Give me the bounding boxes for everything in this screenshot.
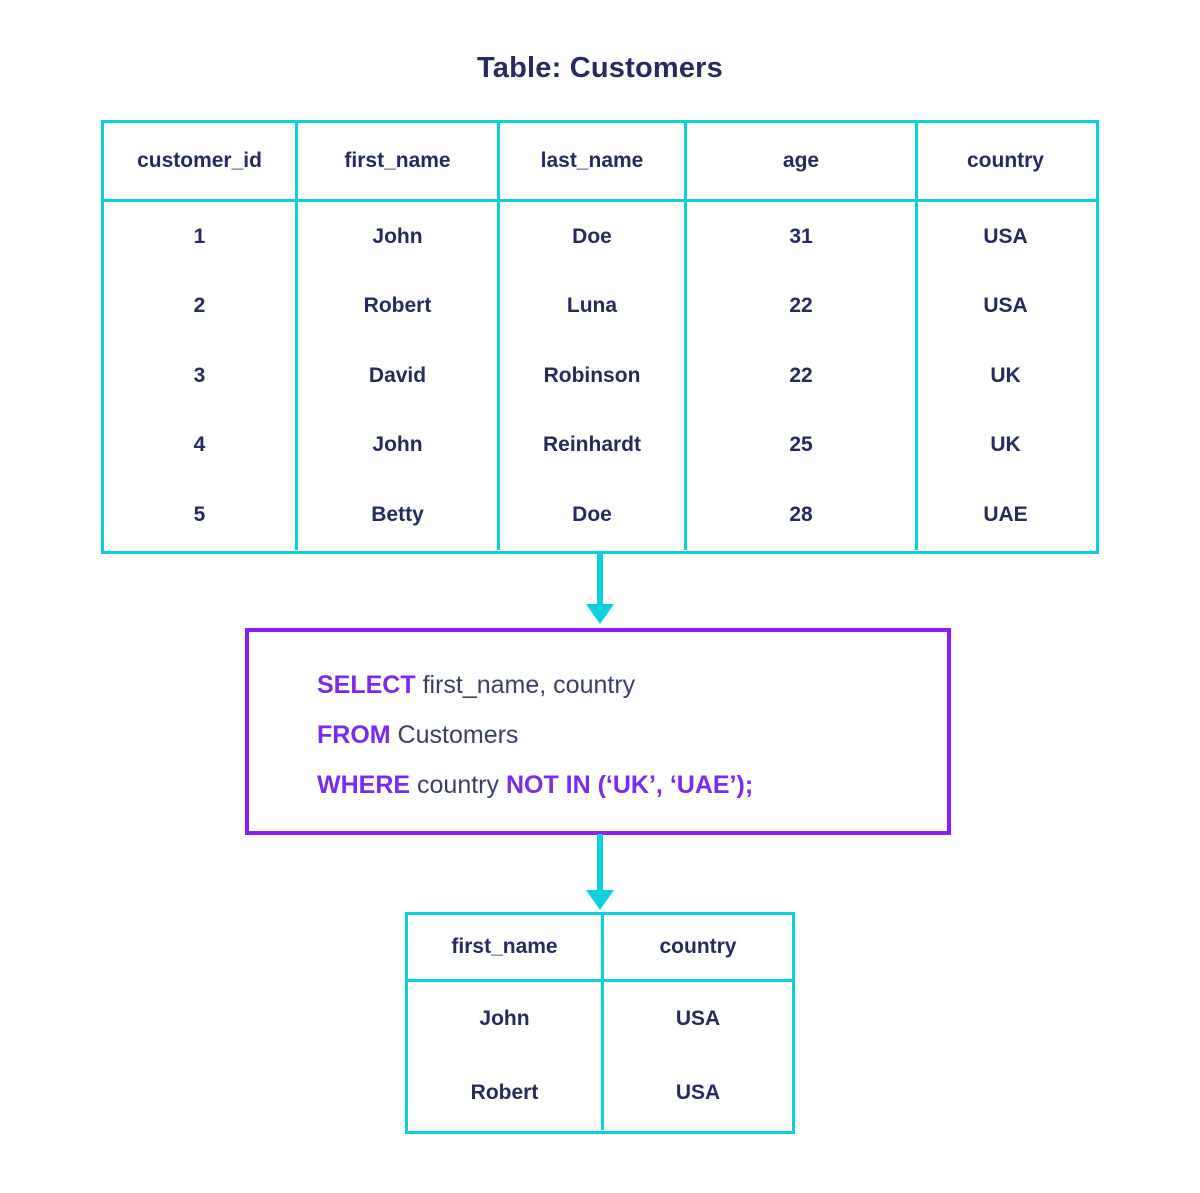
result-column-header-country: country	[659, 935, 737, 958]
sql-keyword-where: WHERE	[317, 771, 411, 799]
query-line-from-rest: Customers	[390, 721, 519, 749]
table-row: 3 David Robinson 22 UK	[104, 341, 1096, 411]
cell-first-name: Betty	[298, 480, 500, 550]
table-row: 4 John Reinhardt 25 UK	[104, 410, 1096, 480]
column-header-first-name: first_name	[298, 123, 500, 199]
page-title: Table: Customers	[477, 52, 723, 84]
sql-keyword-select: SELECT	[317, 671, 416, 699]
result-cell-first-name: John	[408, 982, 604, 1056]
column-header-country: country	[966, 149, 1044, 172]
source-table-header-row: customer_id first_name last_name age cou…	[104, 123, 1096, 202]
cell-first-name: John	[298, 410, 500, 480]
cell-last-name: Luna	[500, 271, 687, 341]
result-table-header-row: first_name country	[408, 915, 792, 982]
cell-country: UK	[990, 363, 1021, 387]
arrow-head	[586, 890, 614, 910]
sql-keyword-from: FROM	[317, 721, 391, 749]
table-row: 2 Robert Luna 22 USA	[104, 271, 1096, 341]
result-cell-country: USA	[675, 1081, 721, 1104]
arrow-shaft	[597, 554, 603, 606]
result-cell-first-name: Robert	[408, 1056, 604, 1130]
cell-first-name: David	[298, 341, 500, 411]
column-header-age: age	[687, 123, 918, 199]
down-arrow-icon-table-to-query	[580, 554, 620, 626]
cell-first-name: John	[298, 202, 500, 272]
cell-customer-id: 1	[104, 202, 298, 272]
cell-age: 25	[687, 410, 918, 480]
arrow-shaft	[597, 834, 603, 892]
table-row: Robert USA	[408, 1056, 792, 1130]
query-line-where-column: country	[410, 771, 506, 799]
cell-customer-id: 3	[104, 341, 298, 411]
cell-customer-id: 4	[104, 410, 298, 480]
result-cell-country: USA	[675, 1007, 721, 1030]
result-column-header-first-name: first_name	[408, 915, 604, 979]
cell-last-name: Robinson	[500, 341, 687, 411]
cell-age: 22	[687, 341, 918, 411]
query-line-select: SELECT first_name, country	[317, 660, 947, 710]
query-line-from: FROM Customers	[317, 710, 947, 760]
column-header-last-name: last_name	[500, 123, 687, 199]
column-header-customer-id: customer_id	[104, 123, 298, 199]
cell-age: 22	[687, 271, 918, 341]
cell-country: USA	[983, 294, 1028, 318]
cell-customer-id: 2	[104, 271, 298, 341]
arrow-head	[586, 604, 614, 624]
cell-customer-id: 5	[104, 480, 298, 550]
table-row: 5 Betty Doe 28 UAE	[104, 480, 1096, 550]
query-line-select-rest: first_name, country	[415, 671, 636, 699]
source-table-body: 1 John Doe 31 USA 2 Robert Luna 22 USA 3…	[104, 202, 1096, 554]
cell-age: 28	[687, 480, 918, 550]
cell-last-name: Doe	[500, 480, 687, 550]
table-row: 1 John Doe 31 USA	[104, 202, 1096, 272]
cell-age: 31	[687, 202, 918, 272]
table-row: John USA	[408, 982, 792, 1056]
down-arrow-icon-query-to-result	[580, 834, 620, 912]
cell-country: UAE	[983, 502, 1028, 526]
query-line-where: WHERE country NOT IN (‘UK’, ‘UAE’);	[317, 760, 947, 810]
cell-last-name: Doe	[500, 202, 687, 272]
result-table: first_name country John USA Robert USA	[405, 912, 795, 1134]
sql-keyword-not-in: NOT IN (‘UK’, ‘UAE’);	[505, 771, 754, 799]
source-table: customer_id first_name last_name age cou…	[101, 120, 1099, 554]
cell-first-name: Robert	[298, 271, 500, 341]
cell-country: UK	[990, 433, 1021, 457]
cell-country: USA	[983, 224, 1028, 248]
sql-query-box: SELECT first_name, country FROM Customer…	[245, 628, 951, 835]
cell-last-name: Reinhardt	[500, 410, 687, 480]
